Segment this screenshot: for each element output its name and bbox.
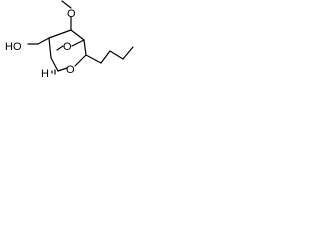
ring-bond-top-left	[48, 29, 72, 39]
bridge-bond-left	[56, 45, 64, 51]
bridge-oxygen-label: O	[63, 41, 72, 53]
ring-bond-left-down	[48, 37, 52, 59]
ring-bond-bottom	[50, 57, 59, 72]
butyl-bond-4	[122, 46, 134, 60]
hydrogen-label: H	[41, 68, 49, 80]
butyl-bond-2	[100, 50, 111, 64]
ring-bond-left-top	[37, 37, 50, 45]
ring-o-bond-left	[57, 67, 68, 72]
hydroxyl-label: HO	[5, 41, 22, 53]
butyl-bond-3	[109, 50, 124, 60]
chemical-structure-diagram: O O O HO H	[5, 0, 134, 80]
ring-bond-top-right	[70, 29, 85, 41]
bridge-bond-right	[71, 39, 85, 47]
ring-oxygen-label: O	[66, 64, 75, 76]
ring-bond-right-down	[83, 39, 87, 56]
methoxy-oxygen-label: O	[67, 8, 76, 20]
butyl-bond-1	[85, 54, 102, 64]
ring-o-bond-right	[74, 54, 87, 67]
methyl-bond	[61, 0, 72, 9]
